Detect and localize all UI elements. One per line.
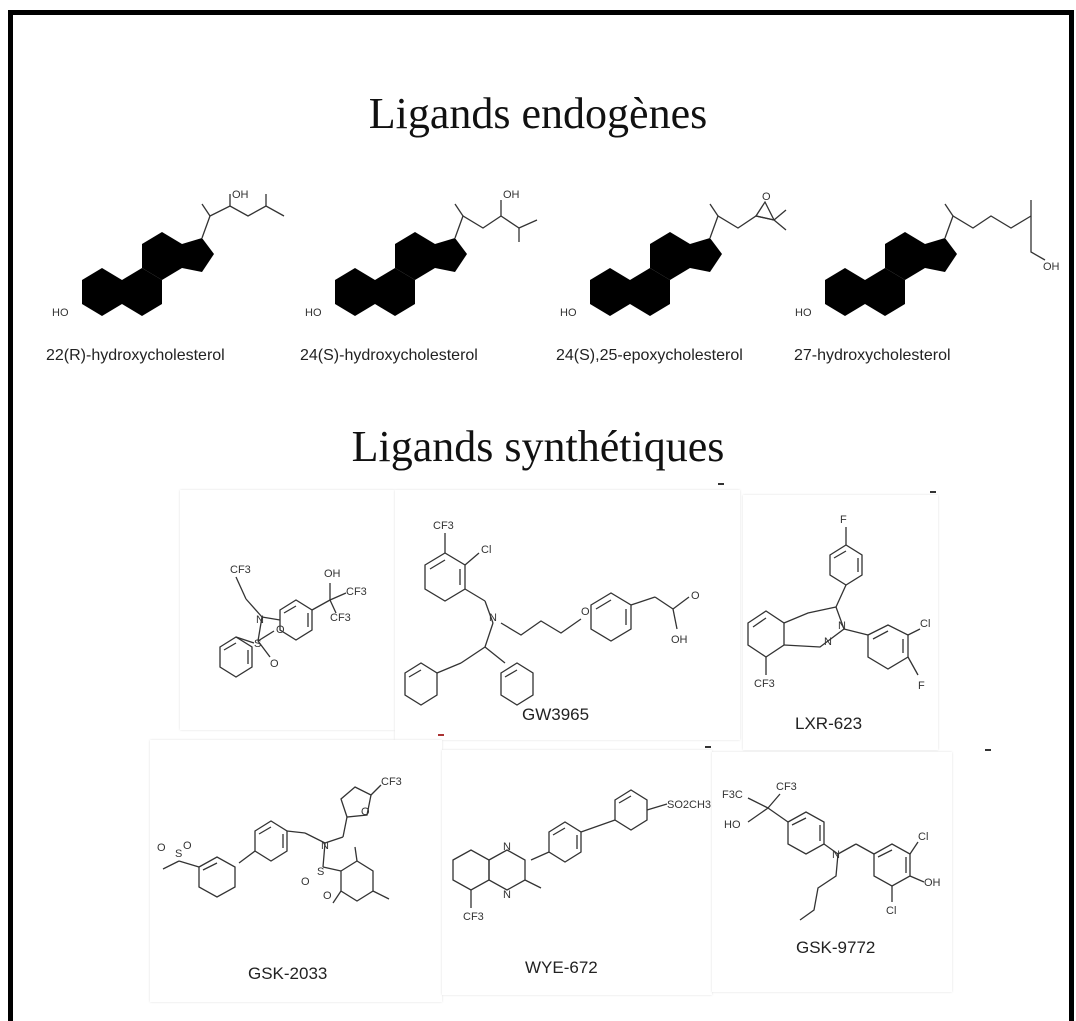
label-gw3965: GW3965 xyxy=(522,705,590,724)
svg-text:O: O xyxy=(581,606,590,618)
svg-text:O: O xyxy=(762,191,771,203)
svg-text:OH: OH xyxy=(232,189,249,201)
svg-text:N: N xyxy=(321,840,329,852)
svg-text:N: N xyxy=(832,849,840,861)
svg-text:N: N xyxy=(256,614,264,626)
svg-text:CF3: CF3 xyxy=(330,612,351,624)
scan-mark xyxy=(705,746,711,748)
structure-24s-25-epoxycholesterol: O HO xyxy=(560,191,787,319)
svg-text:Cl: Cl xyxy=(886,905,896,917)
heading-synthetic-ligands: Ligands synthétiques xyxy=(351,422,725,471)
svg-text:F3C: F3C xyxy=(722,789,743,801)
svg-text:CF3: CF3 xyxy=(754,678,775,690)
panel-gsk-9772 xyxy=(712,752,952,992)
svg-text:O: O xyxy=(301,876,310,888)
structure-lxr-623: F N N Cl F CF3 xyxy=(747,514,930,692)
svg-text:HO: HO xyxy=(795,307,812,319)
svg-text:OH: OH xyxy=(924,877,941,889)
panel-wye-672 xyxy=(442,750,712,995)
structure-24s-hydroxycholesterol: OH HO xyxy=(305,189,538,319)
label-wye-672: WYE-672 xyxy=(525,958,598,977)
structure-22r-hydroxycholesterol: OH HO xyxy=(52,189,285,319)
label-gsk-9772: GSK-9772 xyxy=(796,938,876,957)
structure-gsk-2033: CF3 O N S S O O O O xyxy=(157,776,402,904)
svg-text:HO: HO xyxy=(52,307,69,319)
svg-text:CF3: CF3 xyxy=(381,776,402,788)
panel-gw3965 xyxy=(395,490,740,740)
svg-text:HO: HO xyxy=(560,307,577,319)
scan-mark xyxy=(985,749,991,751)
panel-ligand-1 xyxy=(180,490,395,730)
label-24s-hydroxycholesterol: 24(S)-hydroxycholesterol xyxy=(300,347,478,364)
label-lxr-623: LXR-623 xyxy=(795,714,863,733)
svg-text:S: S xyxy=(317,866,324,878)
svg-text:OH: OH xyxy=(503,189,520,201)
svg-text:O: O xyxy=(157,842,166,854)
svg-text:O: O xyxy=(276,624,285,636)
svg-text:OH: OH xyxy=(671,634,688,646)
svg-text:CF3: CF3 xyxy=(230,564,251,576)
svg-text:S: S xyxy=(175,848,182,860)
structure-wye-672: SO2CH3 N N CF3 xyxy=(452,789,711,923)
svg-text:CF3: CF3 xyxy=(433,520,454,532)
svg-text:O: O xyxy=(361,806,370,818)
svg-text:OH: OH xyxy=(324,568,341,580)
label-gsk-2033: GSK-2033 xyxy=(248,964,328,983)
scan-mark xyxy=(718,483,724,485)
svg-text:S: S xyxy=(254,638,261,650)
svg-text:SO2CH3: SO2CH3 xyxy=(667,799,711,811)
svg-text:OH: OH xyxy=(1043,261,1060,273)
svg-text:O: O xyxy=(691,590,700,602)
svg-text:O: O xyxy=(270,658,279,670)
svg-text:N: N xyxy=(838,620,846,632)
svg-text:O: O xyxy=(183,840,192,852)
svg-text:N: N xyxy=(824,636,832,648)
svg-text:O: O xyxy=(323,890,332,902)
svg-text:N: N xyxy=(503,889,511,901)
panel-lxr-623 xyxy=(743,495,938,750)
svg-text:Cl: Cl xyxy=(918,831,928,843)
scan-mark xyxy=(438,734,444,736)
svg-text:HO: HO xyxy=(724,819,741,831)
structure-ligand-1: OH CF3 CF3 CF3 N S O O xyxy=(219,564,367,678)
svg-text:F: F xyxy=(918,680,925,692)
svg-text:CF3: CF3 xyxy=(463,911,484,923)
structure-gw3965: CF3 Cl N O O OH xyxy=(404,520,700,706)
structure-27-hydroxycholesterol: OH HO xyxy=(795,200,1060,319)
svg-text:F: F xyxy=(840,514,847,526)
label-27-hydroxycholesterol: 27-hydroxycholesterol xyxy=(794,347,951,364)
structure-gsk-9772: F3C CF3 HO N Cl OH Cl xyxy=(722,781,941,921)
svg-text:N: N xyxy=(489,612,497,624)
svg-text:HO: HO xyxy=(305,307,322,319)
svg-text:N: N xyxy=(503,841,511,853)
label-22r-hydroxycholesterol: 22(R)-hydroxycholesterol xyxy=(46,347,225,364)
svg-text:Cl: Cl xyxy=(920,618,930,630)
scan-mark xyxy=(930,491,936,493)
svg-text:CF3: CF3 xyxy=(346,586,367,598)
heading-endogenous-ligands: Ligands endogènes xyxy=(368,89,708,138)
svg-text:Cl: Cl xyxy=(481,544,491,556)
label-24s-25-epoxycholesterol: 24(S),25-epoxycholesterol xyxy=(556,347,743,364)
svg-text:CF3: CF3 xyxy=(776,781,797,793)
